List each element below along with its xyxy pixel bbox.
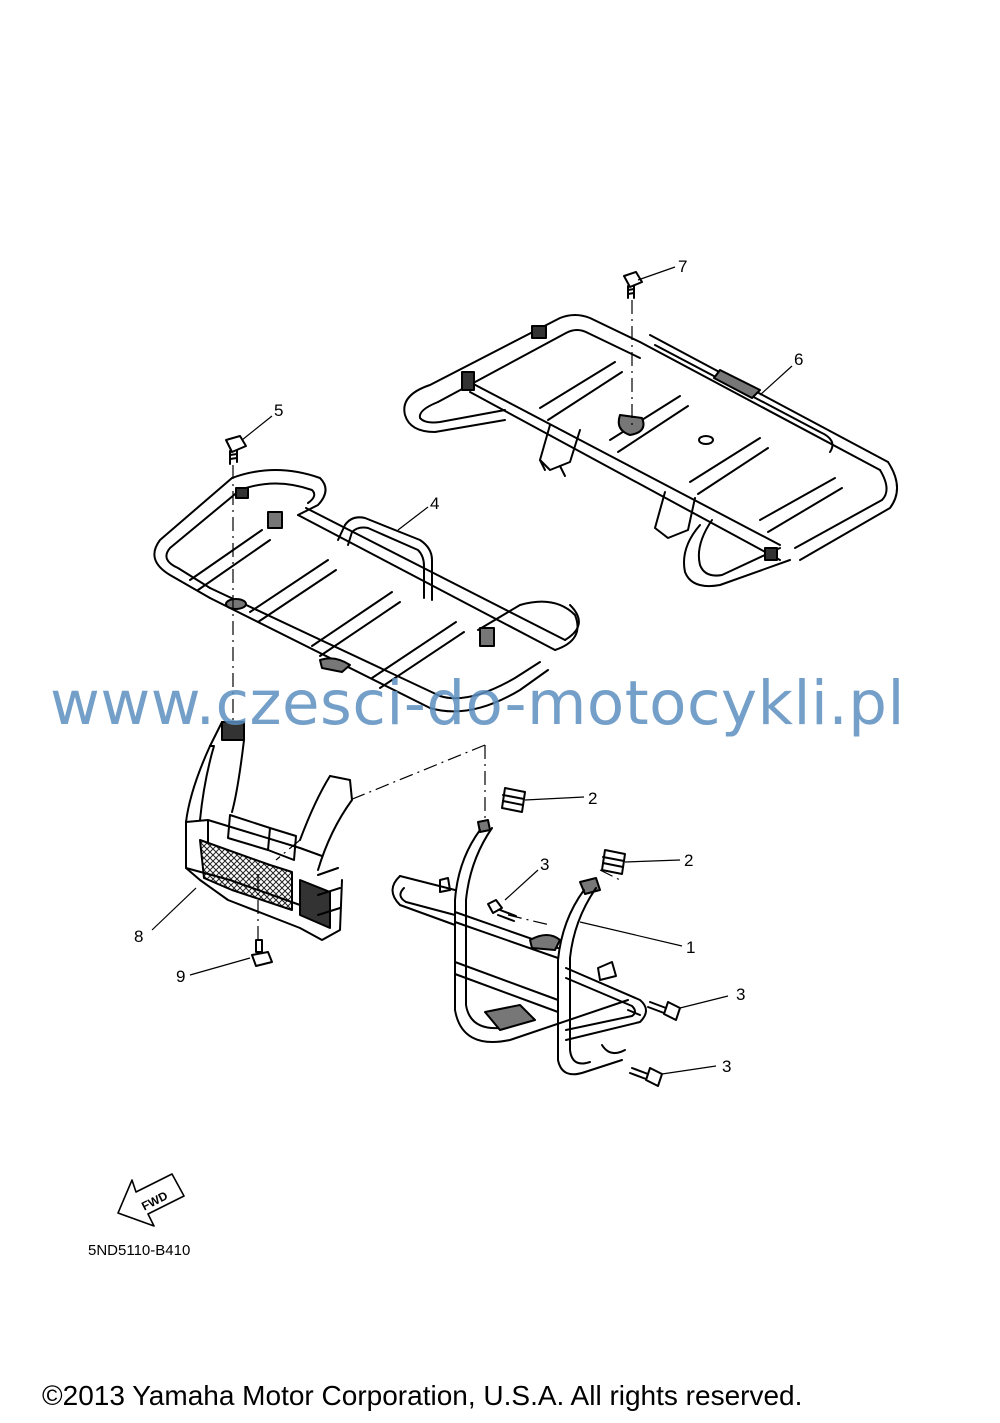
callout-9: 9 — [176, 967, 185, 986]
callout-2-upper: 2 — [588, 789, 597, 808]
grommet-2-upper — [501, 787, 526, 813]
callout-labels: 1 2 2 3 3 3 4 5 6 7 8 9 — [134, 257, 803, 1076]
callout-5: 5 — [274, 401, 283, 420]
bolt-3-upper — [487, 899, 517, 922]
fwd-arrow-icon: FWD — [117, 1173, 185, 1227]
callout-1: 1 — [686, 938, 695, 957]
rear-carrier — [403, 314, 898, 588]
callout-3-upper: 3 — [540, 855, 549, 874]
front-guard — [185, 721, 353, 941]
callout-3-middle: 3 — [736, 985, 745, 1004]
front-carrier — [153, 469, 580, 713]
copyright-notice: ©2013 Yamaha Motor Corporation, U.S.A. A… — [42, 1380, 803, 1411]
bolt-5 — [225, 435, 247, 465]
bolt-3-middle — [647, 1001, 681, 1021]
callout-7: 7 — [678, 257, 687, 276]
callout-2-lower: 2 — [684, 851, 693, 870]
bolt-9 — [251, 939, 273, 967]
grommet-2-lower — [601, 849, 626, 875]
callout-8: 8 — [134, 927, 143, 946]
diagram-code: 5ND5110-B410 — [88, 1242, 191, 1259]
leader-lines — [151, 266, 793, 1075]
callout-6: 6 — [794, 350, 803, 369]
rear-guard — [391, 819, 647, 1076]
alignment-lines — [232, 300, 633, 940]
callout-4: 4 — [430, 494, 439, 513]
callout-3-lower: 3 — [722, 1057, 731, 1076]
bolt-3-lower — [629, 1067, 663, 1087]
watermark-text: www.czesci-do-motocykli.pl — [50, 668, 905, 739]
bolt-7 — [623, 271, 643, 299]
